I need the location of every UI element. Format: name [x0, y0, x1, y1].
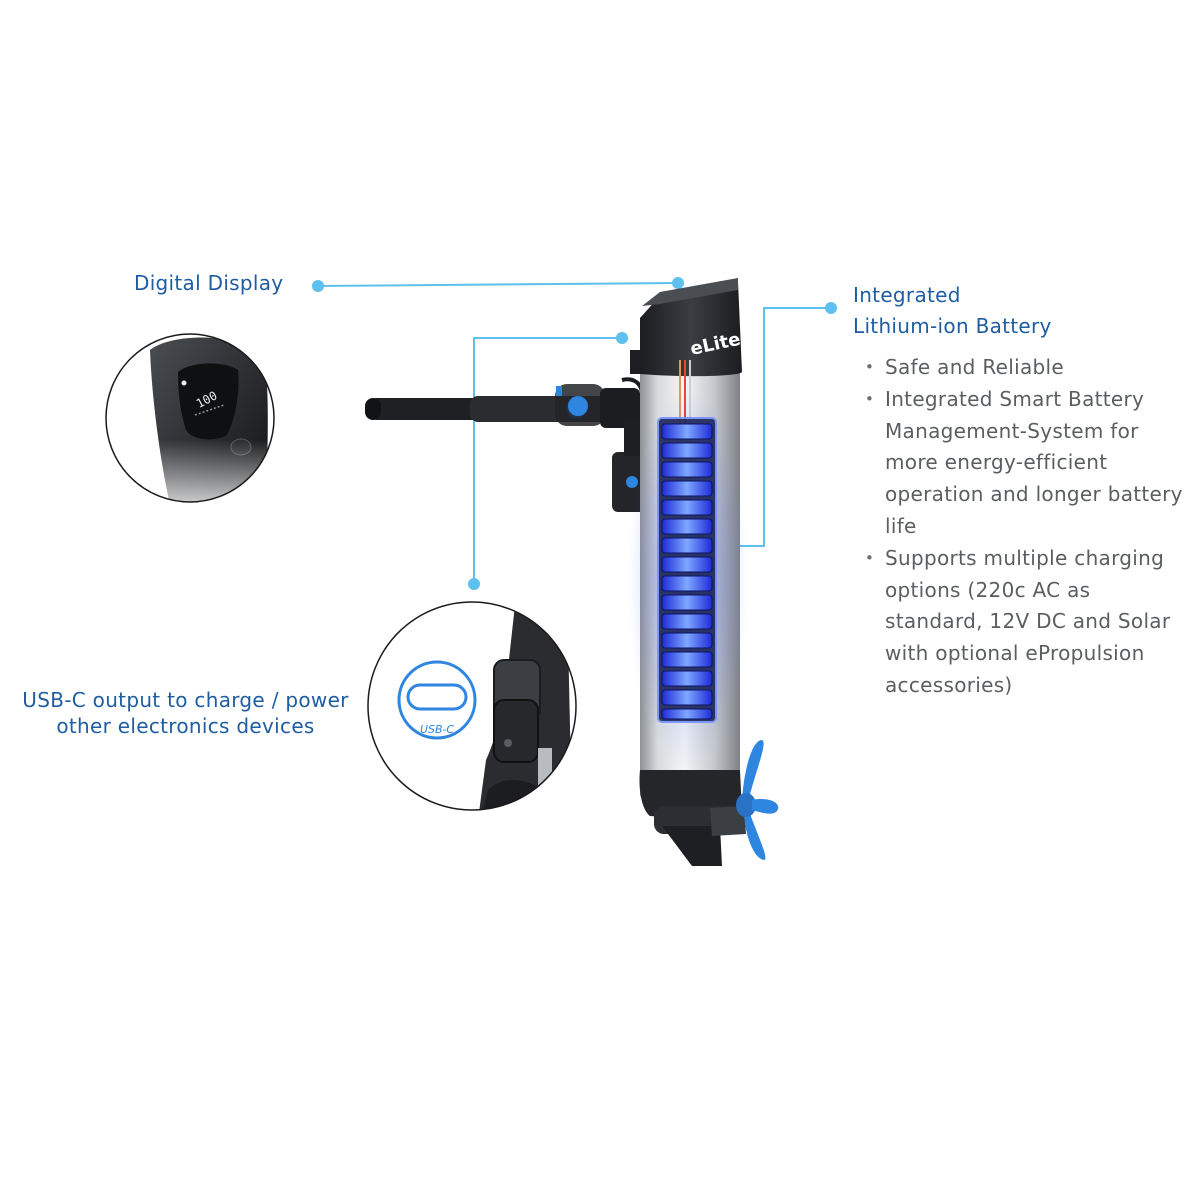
leader-dots [312, 277, 837, 590]
battery-feature-item: Safe and Reliable [865, 352, 1185, 384]
motor-head-cap [640, 282, 742, 377]
leader-lines [317, 282, 830, 584]
display-indicator-dot [181, 380, 187, 386]
usbc-leader-dot-start [468, 578, 480, 590]
battery-feature-item: Supports multiple charging options (220c… [865, 543, 1185, 702]
display-leader-line [317, 282, 679, 287]
battery-title-line-2: Lithium-ion Battery [853, 314, 1052, 338]
lower-unit [639, 740, 779, 866]
display-inset: 100 [105, 333, 275, 503]
battery-feature-list: Safe and Reliable Integrated Smart Batte… [865, 352, 1185, 702]
usbc-label-line-1: USB-C output to charge / power [22, 688, 349, 712]
display-leader-dot-start [312, 280, 324, 292]
digital-display-label: Digital Display [134, 271, 284, 295]
display-leader-dot-end [672, 277, 684, 289]
usbc-inset: USB-C [367, 601, 577, 811]
battery-cells [661, 423, 713, 720]
battery-title: Integrated Lithium-ion Battery [853, 280, 1052, 342]
usbc-label-line-2: other electronics devices [56, 714, 315, 738]
usbc-leader-dot-end [616, 332, 628, 344]
usbc-leader-line [473, 337, 622, 584]
battery-feature-item: Integrated Smart Battery Management-Syst… [865, 384, 1185, 543]
skeg [662, 826, 722, 866]
battery-shaft: eLite [628, 278, 748, 800]
tiller-arm [365, 377, 644, 428]
battery-leader-dot-end [825, 302, 837, 314]
usbc-output-label: USB-C output to charge / power other ele… [8, 687, 363, 739]
usbc-badge-text: USB-C [420, 723, 454, 736]
usbc-badge: USB-C [397, 660, 477, 740]
propeller [736, 740, 779, 860]
battery-title-line-1: Integrated [853, 283, 961, 307]
